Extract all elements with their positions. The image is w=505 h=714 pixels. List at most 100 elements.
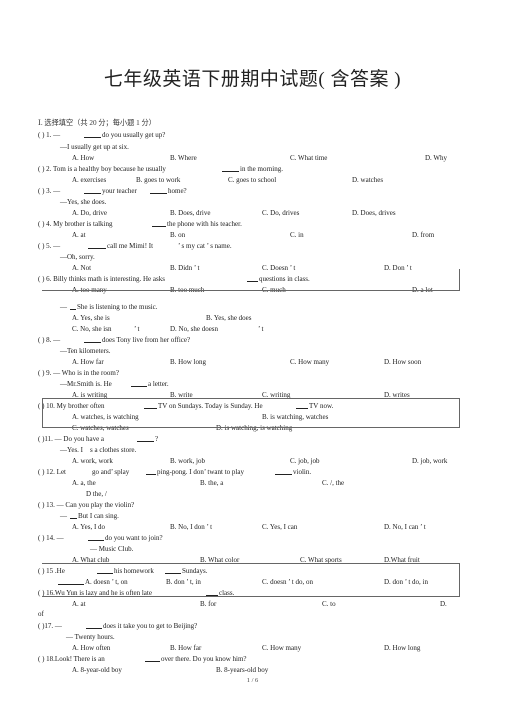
question-text: D. No, she doesn	[170, 325, 219, 333]
question-text: D. job, work	[412, 457, 448, 465]
question-text: C. in	[290, 231, 304, 239]
question-text: does it take you to get to Beijing?	[103, 622, 198, 630]
question-text: D. from	[412, 231, 435, 239]
question-text: ( ) 5. —	[38, 242, 61, 250]
question-text: ?	[155, 435, 159, 443]
question-text: ( ) 2. Tom is a healthy boy because he u…	[38, 165, 166, 173]
question-text: ( ) 8. —	[38, 336, 61, 344]
answer-blank	[84, 186, 101, 194]
question-text: C. goes to school	[228, 176, 277, 184]
question-text: B. the, a	[200, 479, 224, 487]
question-text: his homework	[114, 567, 154, 575]
answer-blank	[222, 164, 239, 172]
question-text: B. goes to work	[136, 176, 181, 184]
question-text: B. How far	[170, 644, 202, 652]
question-text: B. work, job	[170, 457, 205, 465]
question-text: A. is writing	[72, 391, 108, 399]
question-text: TV now.	[309, 402, 334, 410]
question-text: A. What club	[72, 556, 110, 564]
question-text: ( ) 1. —	[38, 131, 61, 139]
question-text: — Music Club.	[90, 545, 134, 553]
question-text: B. How long	[170, 358, 206, 366]
answer-blank	[146, 467, 156, 475]
question-text: C. How many	[262, 644, 302, 652]
answer-blank	[206, 588, 218, 596]
question-text: over there. Do you know him?	[161, 655, 247, 663]
answer-blank	[150, 186, 167, 194]
question-text: C. What sports	[300, 556, 342, 564]
answer-blank	[137, 434, 154, 442]
answer-blank	[70, 511, 77, 519]
question-text: your teacher	[102, 187, 137, 195]
question-text: ( )17. —	[38, 622, 62, 630]
question-text: She is listening to the music.	[77, 303, 158, 311]
question-text: Sundays.	[182, 567, 208, 575]
question-text: A. at	[72, 231, 86, 239]
question-text: C. Do, drives	[262, 209, 300, 217]
question-text: ( ) 18.Look! There is an	[38, 655, 105, 663]
question-text: B. write	[170, 391, 193, 399]
question-text: do you want to join?	[105, 534, 163, 542]
question-text: —	[60, 512, 67, 520]
question-text: C. Doesn ’ t	[262, 264, 296, 272]
question-text: B. Didn ’ t	[170, 264, 200, 272]
question-text: of	[38, 610, 44, 618]
question-text: a letter.	[148, 380, 169, 388]
question-text: ( ) 14. —	[38, 534, 64, 542]
answer-blank	[70, 302, 76, 310]
question-text: ( ) 15 .He	[38, 567, 65, 575]
question-text: TV on Sundays. Today is Sunday. He	[158, 402, 263, 410]
answer-blank	[165, 566, 181, 574]
question-text: ’ t	[134, 325, 140, 333]
question-text: violin.	[293, 468, 312, 476]
answer-blank	[145, 654, 160, 662]
question-text: A. How	[72, 154, 95, 162]
question-text: C. No, she isn	[72, 325, 112, 333]
question-text: B. Does, drive	[170, 209, 211, 217]
question-text: A. Not	[72, 264, 92, 272]
question-text: — Twenty hours.	[66, 633, 115, 641]
question-text: ping-pong. I don’ twant to play	[157, 468, 244, 476]
question-text: B. No, I don ’ t	[170, 523, 213, 531]
question-text: D. writes	[384, 391, 410, 399]
question-text: B. 8-years-old boy	[216, 666, 269, 674]
question-text: —Ten kilometers.	[60, 347, 111, 355]
question-text: D. How long	[384, 644, 421, 652]
question-text: A. a, the	[72, 479, 96, 487]
question-text: D.	[440, 600, 447, 608]
answer-blank	[97, 566, 113, 574]
question-text: go and’ splay	[92, 468, 130, 476]
question-text: ( ) 12. Let	[38, 468, 66, 476]
question-text: ’ t	[258, 325, 264, 333]
answer-blank	[144, 401, 157, 409]
page-number: 1 / 6	[246, 677, 259, 684]
answer-blank	[131, 379, 147, 387]
answer-blank	[88, 533, 104, 541]
question-text: D. don ’ t do, in	[384, 578, 429, 586]
question-text: D. Does, drives	[352, 209, 396, 217]
question-text: A. Yes, I do	[72, 523, 106, 531]
question-text: D. Don ’ t	[384, 264, 412, 272]
question-text: A. Yes, she is	[72, 314, 110, 322]
question-text: D. How soon	[384, 358, 422, 366]
frame-rule	[42, 563, 460, 597]
question-text: ’ s my cat ’ s name.	[178, 242, 232, 250]
question-text: —	[60, 303, 67, 311]
question-text: C. job, job	[290, 457, 320, 465]
answer-blank	[247, 274, 258, 282]
question-text: A. 8-year-old boy	[72, 666, 122, 674]
question-text: C. /, the	[322, 479, 345, 487]
question-text: —Mr.Smith is. He	[60, 380, 112, 388]
question-text: D.What fruit	[384, 556, 420, 564]
question-text: ( )11. — Do you have a	[38, 435, 105, 443]
question-text: D. No, I can ’ t	[384, 523, 426, 531]
question-text: ( ) 16.Wu Yun is lazy and he is often la…	[38, 589, 152, 597]
answer-blank	[86, 621, 102, 629]
question-text: B. What color	[200, 556, 240, 564]
question-text: in the morning.	[240, 165, 283, 173]
question-text: A. exercises	[72, 176, 107, 184]
answer-blank	[152, 219, 166, 227]
question-text: home?	[168, 187, 187, 195]
question-text: the phone with his teacher.	[167, 220, 242, 228]
question-text: —Oh, sorry.	[60, 253, 95, 261]
